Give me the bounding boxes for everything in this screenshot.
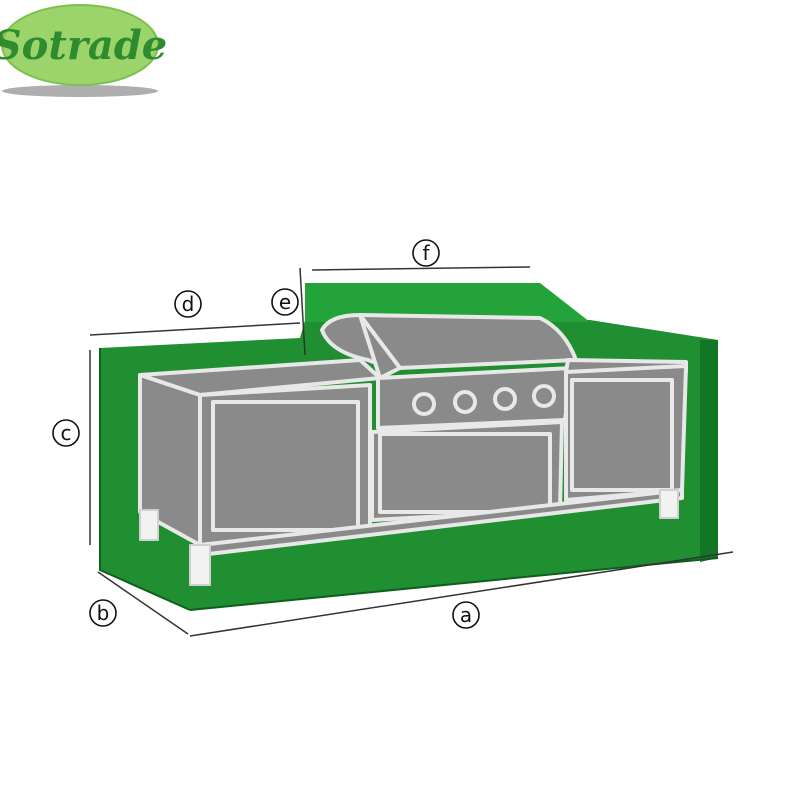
right-cabinet-door bbox=[570, 378, 674, 492]
svg-text:b: b bbox=[97, 601, 110, 625]
brand-logo: Sotrade bbox=[0, 4, 167, 97]
leg-front-left bbox=[189, 544, 211, 586]
grill-knob bbox=[453, 390, 477, 414]
dimension-label-d: d bbox=[174, 290, 202, 318]
leg-right bbox=[659, 489, 679, 519]
dimension-label-c: c bbox=[52, 419, 80, 447]
logo-text: Sotrade bbox=[0, 22, 167, 69]
grill-hood-front bbox=[358, 313, 402, 380]
cover-side-panel bbox=[700, 340, 718, 562]
grill-knob bbox=[493, 387, 517, 411]
svg-text:f: f bbox=[422, 241, 430, 265]
dimension-line-a bbox=[189, 551, 734, 637]
dimension-line-f bbox=[311, 266, 531, 271]
svg-text:e: e bbox=[279, 290, 291, 314]
logo-shadow bbox=[2, 85, 158, 97]
svg-text:a: a bbox=[460, 603, 472, 627]
leg-back-left bbox=[139, 509, 159, 541]
grill-lower-door bbox=[378, 432, 552, 514]
grill-hood bbox=[320, 313, 578, 370]
logo-badge bbox=[1, 4, 159, 86]
dimension-line-d bbox=[89, 322, 301, 336]
grill-knob bbox=[412, 392, 436, 416]
dimension-label-e: e bbox=[271, 288, 299, 316]
dimension-label-b: b bbox=[89, 599, 117, 627]
dimension-label-a: a bbox=[452, 601, 480, 629]
cover-bottom-edge bbox=[189, 557, 719, 611]
cover-raised-top bbox=[305, 283, 590, 322]
svg-text:d: d bbox=[182, 292, 195, 316]
dimension-line-e bbox=[299, 267, 306, 356]
svg-text:c: c bbox=[61, 421, 72, 445]
dimension-line-b bbox=[97, 571, 189, 635]
dimension-label-f: f bbox=[412, 239, 440, 267]
outdoor-kitchen bbox=[138, 313, 688, 586]
left-cabinet-door bbox=[211, 400, 360, 532]
grill-knob bbox=[532, 384, 556, 408]
cover-left-edge bbox=[99, 348, 191, 611]
dimension-lines bbox=[89, 266, 734, 637]
